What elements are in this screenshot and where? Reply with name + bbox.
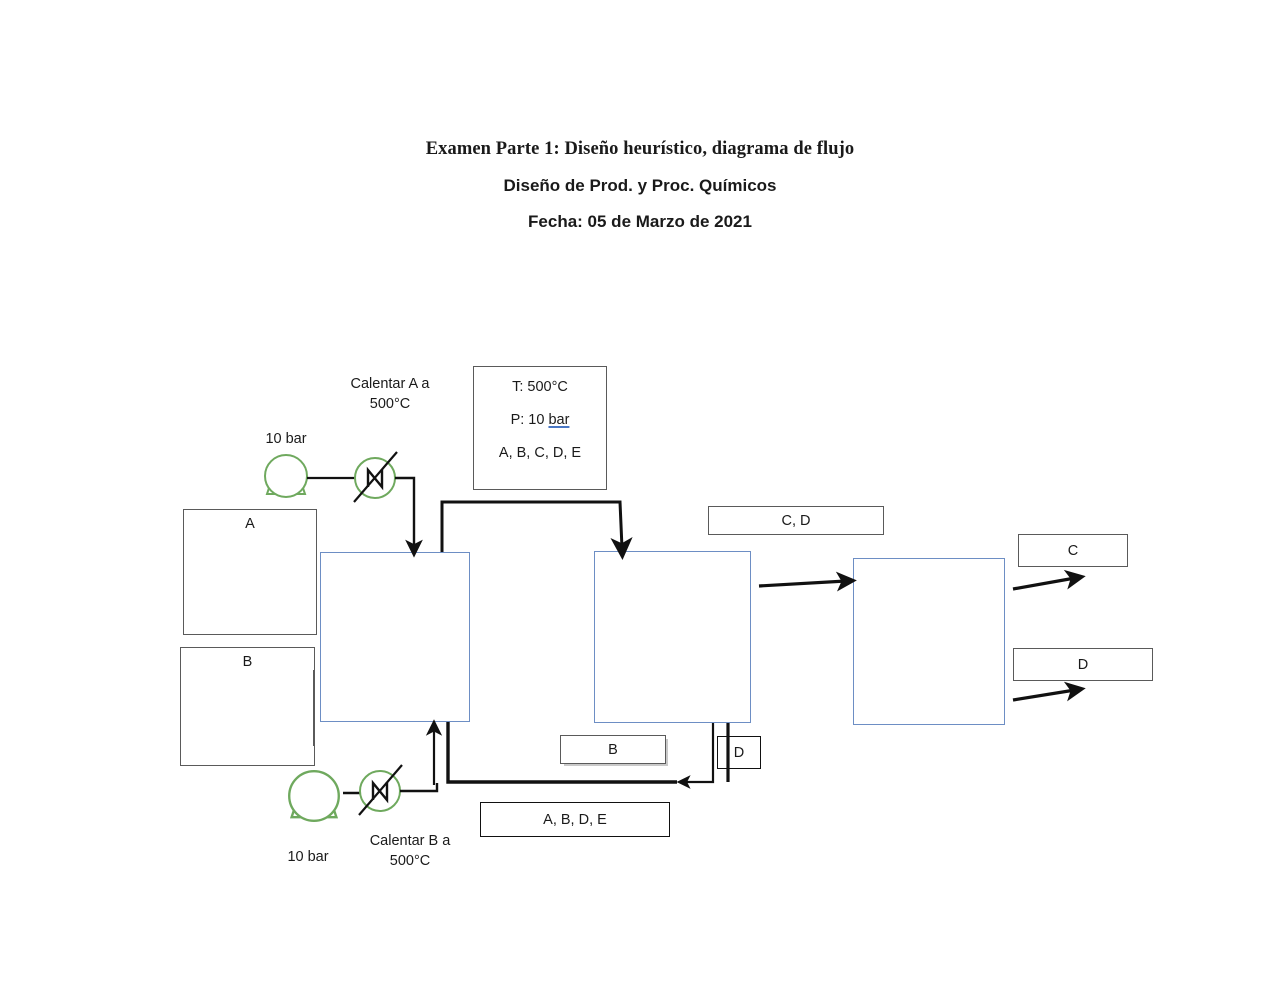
condition-pressure-unit: bar — [548, 412, 570, 428]
pipe-reactor-to-separator-1 — [440, 500, 633, 560]
stream-label-d: D — [717, 736, 761, 769]
feed-tank-a[interactable]: A — [183, 509, 317, 635]
stream-label-abde: A, B, D, E — [480, 802, 670, 837]
page-title: Examen Parte 1: Diseño heurístico, diagr… — [425, 139, 855, 159]
stream-label-abde-text: A, B, D, E — [543, 811, 607, 828]
stream-label-cd-text: C, D — [781, 512, 811, 529]
page-subtitle-course: Diseño de Prod. y Proc. Químicos — [503, 175, 777, 195]
pump-b-pressure-label: 10 bar — [287, 849, 329, 865]
pipe-separator-2-to-product-c — [1012, 569, 1086, 591]
stream-label-cd: C, D — [708, 506, 884, 535]
product-box-c-label: C — [1067, 542, 1079, 559]
heater-b-caption: Calentar B a 500°C — [369, 833, 451, 869]
pipe-separator-2-to-product-d — [1012, 681, 1086, 702]
document-headings: Examen Parte 1: Diseño heurístico, diagr… — [0, 140, 1280, 230]
condition-components: A, B, C, D, E — [498, 445, 582, 461]
pump-a-pressure-label: 10 bar — [265, 431, 307, 447]
feed-tank-b[interactable]: B — [180, 647, 315, 766]
feed-tank-b-label: B — [242, 654, 253, 670]
product-box-d: D — [1013, 648, 1153, 681]
stream-label-b: B — [560, 735, 666, 764]
heater-a-caption: Calentar A a 500°C — [350, 376, 430, 412]
pump-b-icon — [288, 770, 340, 822]
product-box-c: C — [1018, 534, 1128, 567]
pipe-heater-b-outlet — [400, 783, 439, 793]
page-subtitle-date: Fecha: 05 de Marzo de 2021 — [528, 211, 752, 231]
stream-label-b-text: B — [608, 741, 618, 758]
product-box-d-label: D — [1077, 656, 1089, 673]
condition-pressure: P: 10 bar — [474, 412, 606, 428]
condition-temperature: T: 500°C — [512, 379, 568, 395]
heater-a-icon — [352, 450, 399, 504]
pipe-recycle-return-arrow — [676, 723, 715, 789]
reactor-conditions-box: T: 500°C P: 10 bar A, B, C, D, E — [473, 366, 607, 490]
separator-unit-1[interactable] — [594, 551, 751, 723]
stream-label-d-text: D — [733, 744, 745, 761]
pipe-heater-a-to-reactor — [395, 476, 423, 558]
pipe-separator-1-to-separator-2 — [758, 571, 857, 592]
feed-tank-a-label: A — [245, 516, 255, 532]
condition-pressure-value: P: 10 — [510, 412, 549, 428]
pump-a-icon — [264, 454, 308, 498]
reactor-unit[interactable] — [320, 552, 470, 722]
heater-b-icon — [357, 763, 404, 817]
separator-unit-2[interactable] — [853, 558, 1005, 725]
